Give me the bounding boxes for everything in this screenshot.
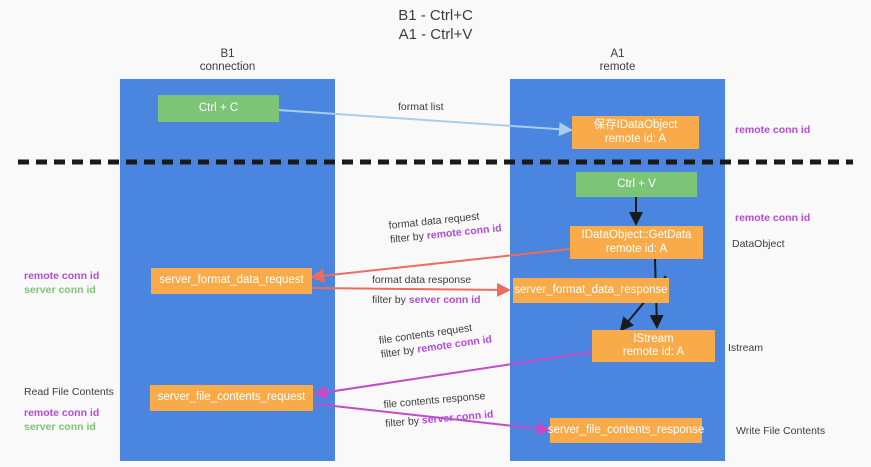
side-label-write-file-contents-text: Write File Contents — [736, 425, 826, 437]
title-line-1: B1 - Ctrl+C — [398, 7, 473, 24]
edge-label-format-data-response-main: format data response — [372, 274, 472, 286]
side-label-remote-conn-id-mid-text: remote conn id — [735, 212, 811, 224]
filter-prefix: filter by — [372, 294, 409, 306]
edge-label-file-contents-response-filter: filter by server conn id — [385, 407, 494, 430]
left-margin-remote-conn-id-bottom: remote conn id — [24, 407, 100, 419]
node-istream-line1: IStream — [633, 332, 674, 345]
left-margin-read-file-contents: Read File Contents — [24, 386, 114, 398]
node-server-format-data-request-label: server_format_data_request — [159, 274, 304, 287]
node-istream-line2: remote id: A — [622, 346, 685, 358]
lane-header-b1: B1 connection — [120, 48, 335, 74]
edge-label-file-contents-response: file contents response filter by server … — [383, 389, 494, 431]
node-idataobject-getdata[interactable]: IDataObject::GetData remote id: A — [570, 226, 703, 259]
diagram-title: B1 - Ctrl+C A1 - Ctrl+V — [0, 6, 871, 44]
node-ctrl-v-label: Ctrl + V — [617, 177, 656, 190]
node-ctrl-v[interactable]: Ctrl + V — [576, 172, 697, 197]
lane-header-a1-name: A1 — [610, 48, 625, 60]
node-save-idataobject-line1: 保存IDataObject — [593, 119, 678, 131]
side-label-istream: Istream — [728, 341, 763, 355]
lane-header-b1-sub: connection — [199, 61, 256, 73]
left-margin-mid-tags: remote conn id server conn id — [24, 269, 99, 297]
edge-label-format-data-response: format data response filter by server co… — [372, 273, 481, 307]
filter-tag-server-conn-id: server conn id — [408, 294, 481, 306]
filter-tag-server-conn-id: server conn id — [421, 408, 494, 427]
node-save-idataobject-line2: remote id: A — [604, 132, 667, 145]
node-ctrl-c-label: Ctrl + C — [198, 101, 239, 114]
side-label-remote-conn-id-top: remote conn id — [735, 123, 810, 137]
node-getdata-line2: remote id: A — [605, 242, 668, 255]
lane-header-a1: A1 remote — [510, 48, 725, 74]
edge-label-format-data-response-filter: filter by server conn id — [372, 293, 481, 307]
node-ctrl-c[interactable]: Ctrl + C — [158, 95, 279, 122]
node-server-file-contents-response[interactable]: server_file_contents_response — [547, 418, 705, 443]
left-margin-server-conn-id-bottom: server conn id — [24, 421, 96, 433]
node-server-format-data-request[interactable]: server_format_data_request — [151, 268, 312, 294]
side-label-istream-text: Istream — [728, 342, 764, 354]
edge-label-format-list-text: format list — [398, 101, 444, 113]
title-line-2: A1 - Ctrl+V — [398, 26, 473, 43]
filter-prefix: filter by — [384, 414, 423, 430]
filter-prefix: filter by — [380, 343, 419, 361]
edge-label-format-data-request: format data request filter by remote con… — [388, 207, 502, 247]
filter-prefix: filter by — [389, 230, 428, 246]
left-margin-server-conn-id-mid: server conn id — [24, 284, 96, 296]
node-istream[interactable]: IStream remote id: A — [592, 330, 715, 362]
node-server-format-data-response-label: server_format_data_response — [514, 283, 668, 296]
edge-label-format-list: format list — [398, 100, 444, 114]
edge-label-file-contents-request: file contents request filter by remote c… — [378, 318, 493, 361]
left-margin-bottom-block: Read File Contents remote conn id server… — [24, 385, 114, 434]
node-getdata-line1: IDataObject::GetData — [581, 229, 692, 241]
node-server-file-contents-request-label: server_file_contents_request — [157, 391, 306, 404]
node-server-file-contents-response-label: server_file_contents_response — [547, 423, 705, 436]
node-server-format-data-response[interactable]: server_format_data_response — [513, 278, 669, 303]
lane-header-b1-name: B1 — [220, 48, 235, 60]
lane-header-a1-sub: remote — [599, 61, 636, 73]
side-label-remote-conn-id-top-text: remote conn id — [735, 124, 811, 136]
side-label-write-file-contents: Write File Contents — [736, 424, 825, 438]
side-label-dataobject-text: DataObject — [732, 238, 785, 250]
side-label-remote-conn-id-mid: remote conn id — [735, 211, 810, 225]
left-margin-remote-conn-id-mid: remote conn id — [24, 270, 100, 282]
side-label-dataobject: DataObject — [732, 237, 785, 251]
node-save-idataobject[interactable]: 保存IDataObject remote id: A — [572, 116, 699, 149]
node-server-file-contents-request[interactable]: server_file_contents_request — [150, 385, 313, 411]
